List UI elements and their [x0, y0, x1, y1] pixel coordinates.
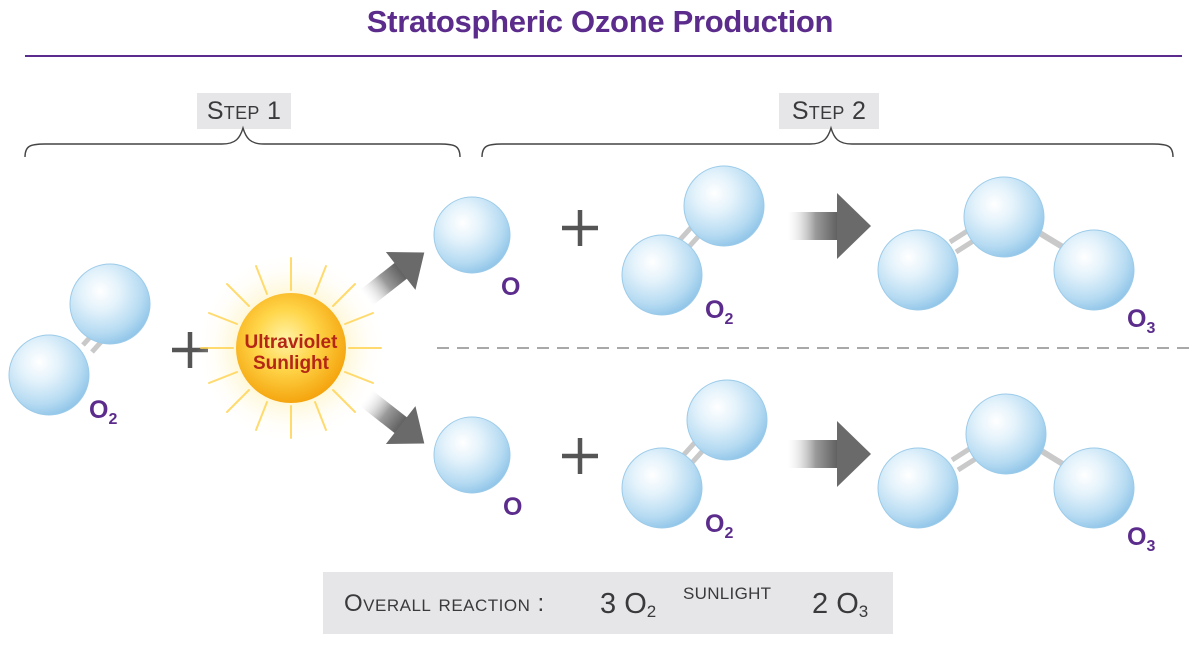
reactant-coefficient: 3 [600, 588, 617, 620]
oxygen-atom [8, 334, 90, 416]
oxygen-atom-bottom [433, 416, 511, 494]
title-divider [25, 55, 1182, 57]
o3-label-bottom: O3 [1127, 523, 1155, 555]
overall-reaction-box [323, 572, 893, 634]
arrow-right-icon [787, 421, 871, 487]
sun-label-line-1: Ultraviolet [244, 332, 338, 353]
overall-product: 2 O3 [812, 588, 868, 622]
o2-label-reactant: O2 [89, 396, 117, 428]
plus-sign [562, 438, 598, 474]
oxygen-atom [1053, 447, 1135, 529]
o3-molecule-bottom [877, 393, 1135, 529]
product-coefficient: 2 [812, 588, 829, 620]
oxygen-atom [683, 165, 765, 247]
o2-label-bottom: O2 [705, 510, 733, 542]
product-subscript: 3 [858, 602, 869, 621]
oxygen-atom [877, 447, 959, 529]
sun-label-line-2: Sunlight [253, 353, 329, 374]
oxygen-atom [1053, 229, 1135, 311]
sun-label: Ultraviolet Sunlight [232, 332, 350, 374]
oxygen-atom-top [433, 196, 511, 274]
o2-molecule-reactant [8, 263, 151, 416]
step-2-brace [481, 125, 1174, 158]
oxygen-atom [877, 229, 959, 311]
oxygen-atom [621, 447, 703, 529]
o2-molecule-top [621, 165, 765, 316]
arrow-up-right-icon [359, 251, 425, 306]
o-label-top: O [501, 273, 520, 301]
overall-reaction-label: Overall reaction : [344, 590, 545, 617]
o2-molecule-bottom [621, 379, 768, 529]
plus-sign [562, 210, 598, 246]
step-1-label: Step 1 [197, 93, 291, 129]
step-2-label: Step 2 [779, 93, 879, 129]
o-label-bottom: O [503, 493, 522, 521]
arrow-down-right-icon [359, 390, 425, 445]
page-title: Stratospheric Ozone Production [366, 4, 834, 39]
product-symbol: O [836, 588, 859, 620]
o3-label-top: O3 [1127, 305, 1155, 337]
oxygen-atom [965, 393, 1047, 475]
reaction-condition: SUNLIGHT [683, 584, 772, 603]
o3-molecule-top [877, 176, 1135, 311]
o2-label-top: O2 [705, 296, 733, 328]
oxygen-atom [686, 379, 768, 461]
sun-icon [196, 253, 386, 443]
reactant-subscript: 2 [646, 602, 657, 621]
step-1-brace [24, 125, 461, 158]
oxygen-atom [963, 176, 1045, 258]
overall-reactant: 3 O2 [600, 588, 656, 622]
oxygen-atom [69, 263, 151, 345]
arrow-right-icon [787, 193, 871, 259]
oxygen-atom [621, 234, 703, 316]
reactant-symbol: O [624, 588, 647, 620]
